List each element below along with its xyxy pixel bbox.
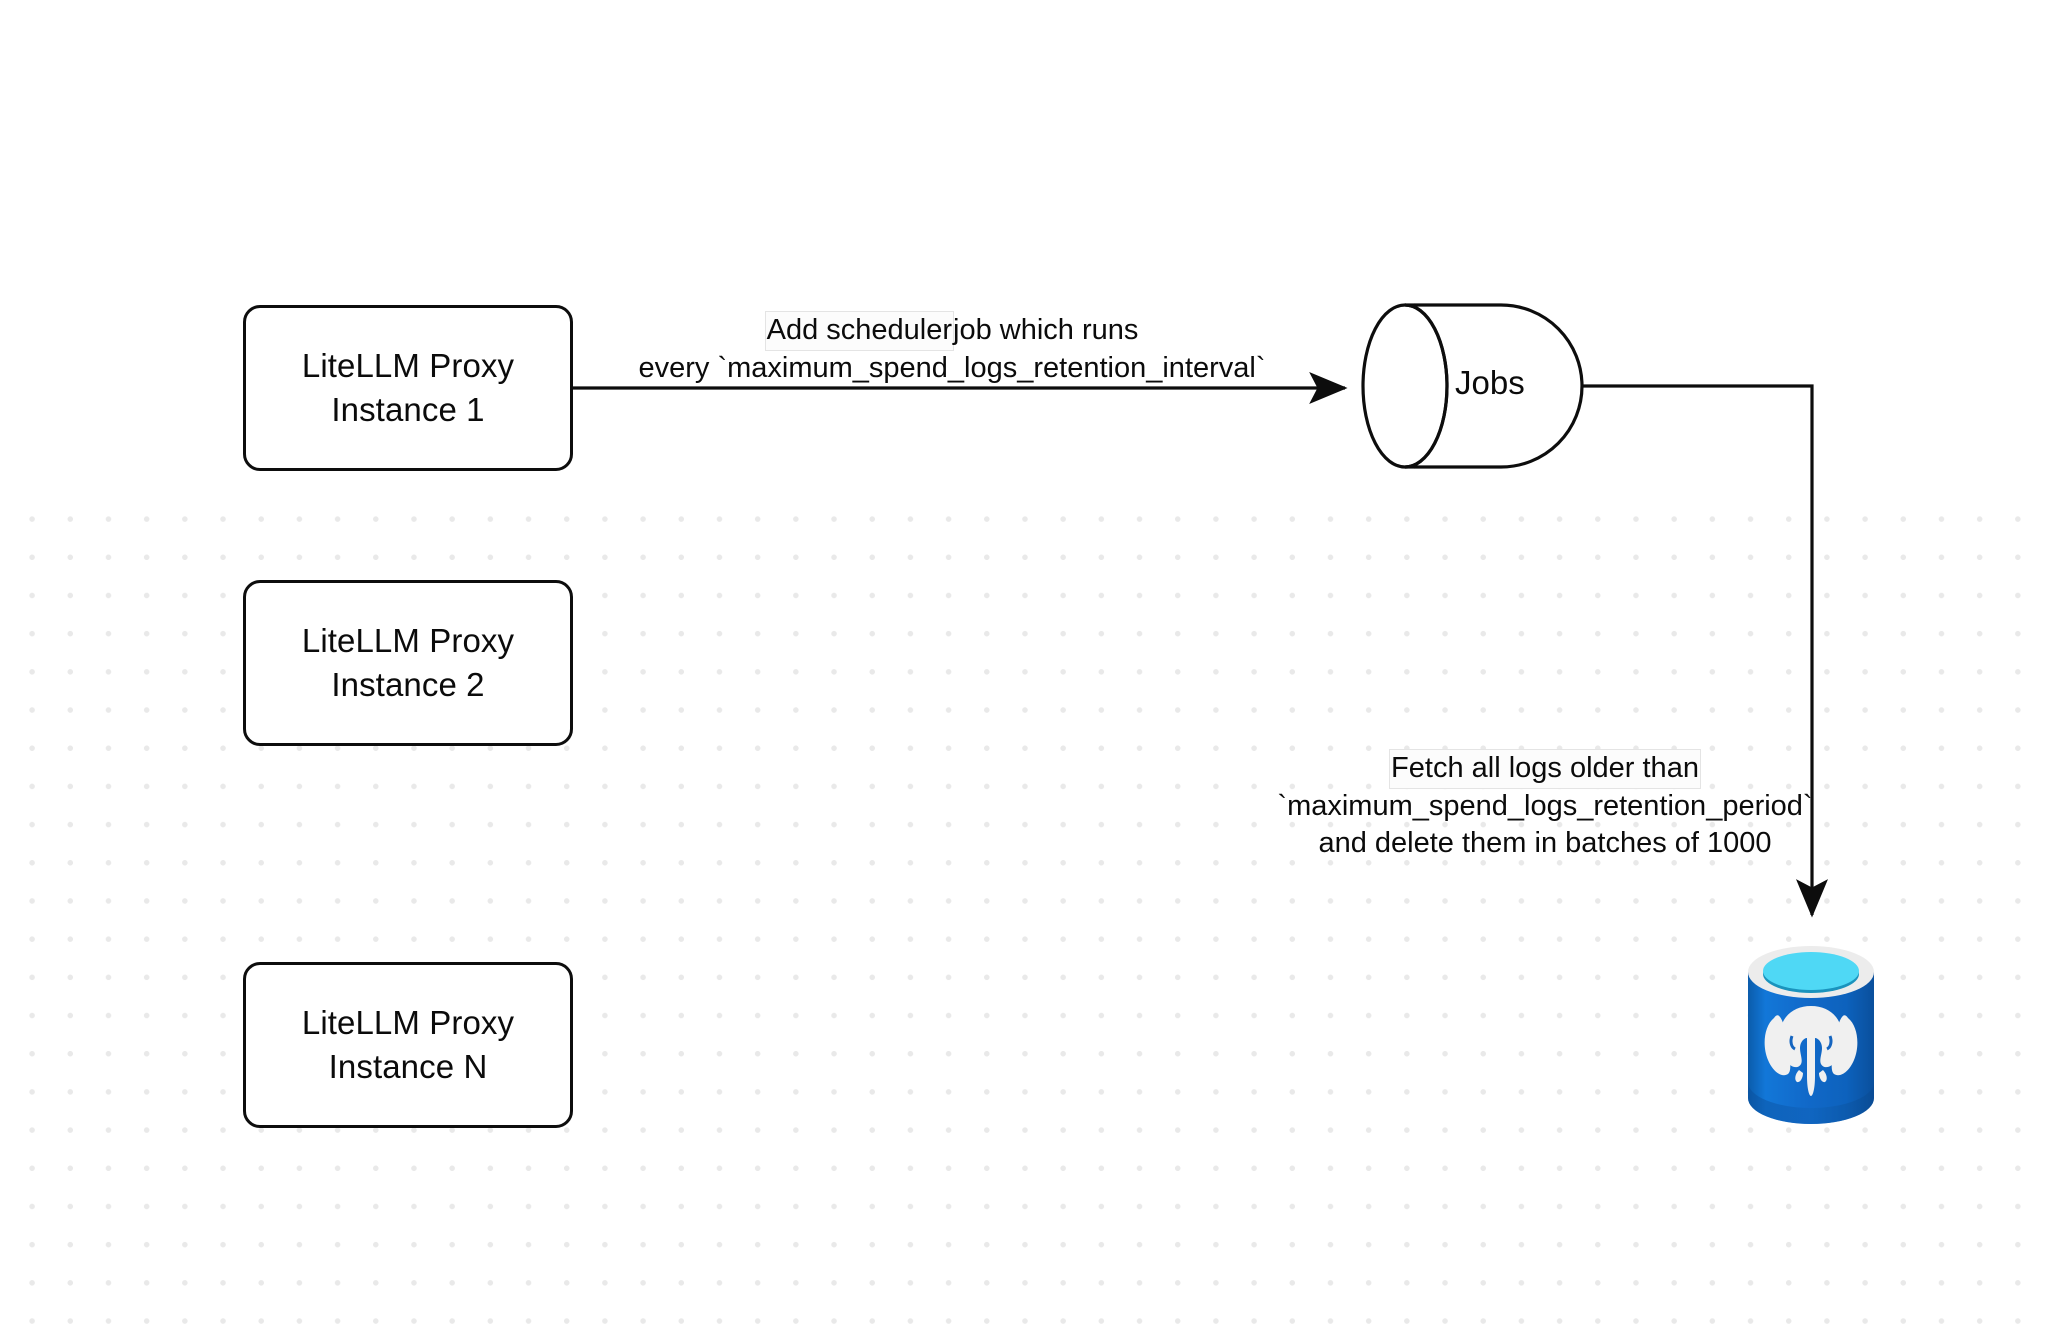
postgres-elephant-logo xyxy=(1764,1006,1858,1096)
edge-label-scheduler-line1: Add scheduler job which runs xyxy=(612,311,1292,351)
node-label-line1: LiteLLM Proxy xyxy=(301,1004,515,1042)
node-label-line2: Instance N xyxy=(328,1048,488,1085)
edge-label-scheduler-line2: every `maximum_spend_logs_retention_inte… xyxy=(638,351,1266,384)
edge-label-retention-line3: and delete them in batches of 1000 xyxy=(1318,827,1772,860)
postgres-logo-detail xyxy=(1789,1035,1833,1051)
postgresql-database-icon[interactable] xyxy=(1744,946,1878,1130)
node-label-line2: Instance 2 xyxy=(331,666,485,703)
edge-label-retention-line2: `maximum_spend_logs_retention_period` xyxy=(1277,789,1813,822)
node-label-line2: Instance 1 xyxy=(331,391,485,428)
edge-label-scheduler-line1-highlight: Add scheduler xyxy=(764,311,955,351)
edge-jobs-to-database xyxy=(1582,384,1828,918)
edge-label-retention-line1: Fetch all logs older than xyxy=(1245,749,1845,789)
edge-label-scheduler-line1-rest: job which runs xyxy=(953,314,1139,346)
node-jobs-label: Jobs xyxy=(1455,364,1525,401)
node-label-line1: LiteLLM Proxy xyxy=(301,347,515,385)
node-label-line1: LiteLLM Proxy xyxy=(301,622,515,660)
edge-label-scheduler: Add scheduler job which runs every `maxi… xyxy=(612,311,1292,387)
node-litellm-proxy-instance-2[interactable]: LiteLLM Proxy Instance 2 xyxy=(243,580,573,746)
node-litellm-proxy-instance-1[interactable]: LiteLLM Proxy Instance 1 xyxy=(243,305,573,471)
edge-label-retention: Fetch all logs older than `maximum_spend… xyxy=(1245,749,1845,863)
edge-label-retention-line1-highlight: Fetch all logs older than xyxy=(1389,749,1701,789)
node-litellm-proxy-instance-n[interactable]: LiteLLM Proxy Instance N xyxy=(243,962,573,1128)
